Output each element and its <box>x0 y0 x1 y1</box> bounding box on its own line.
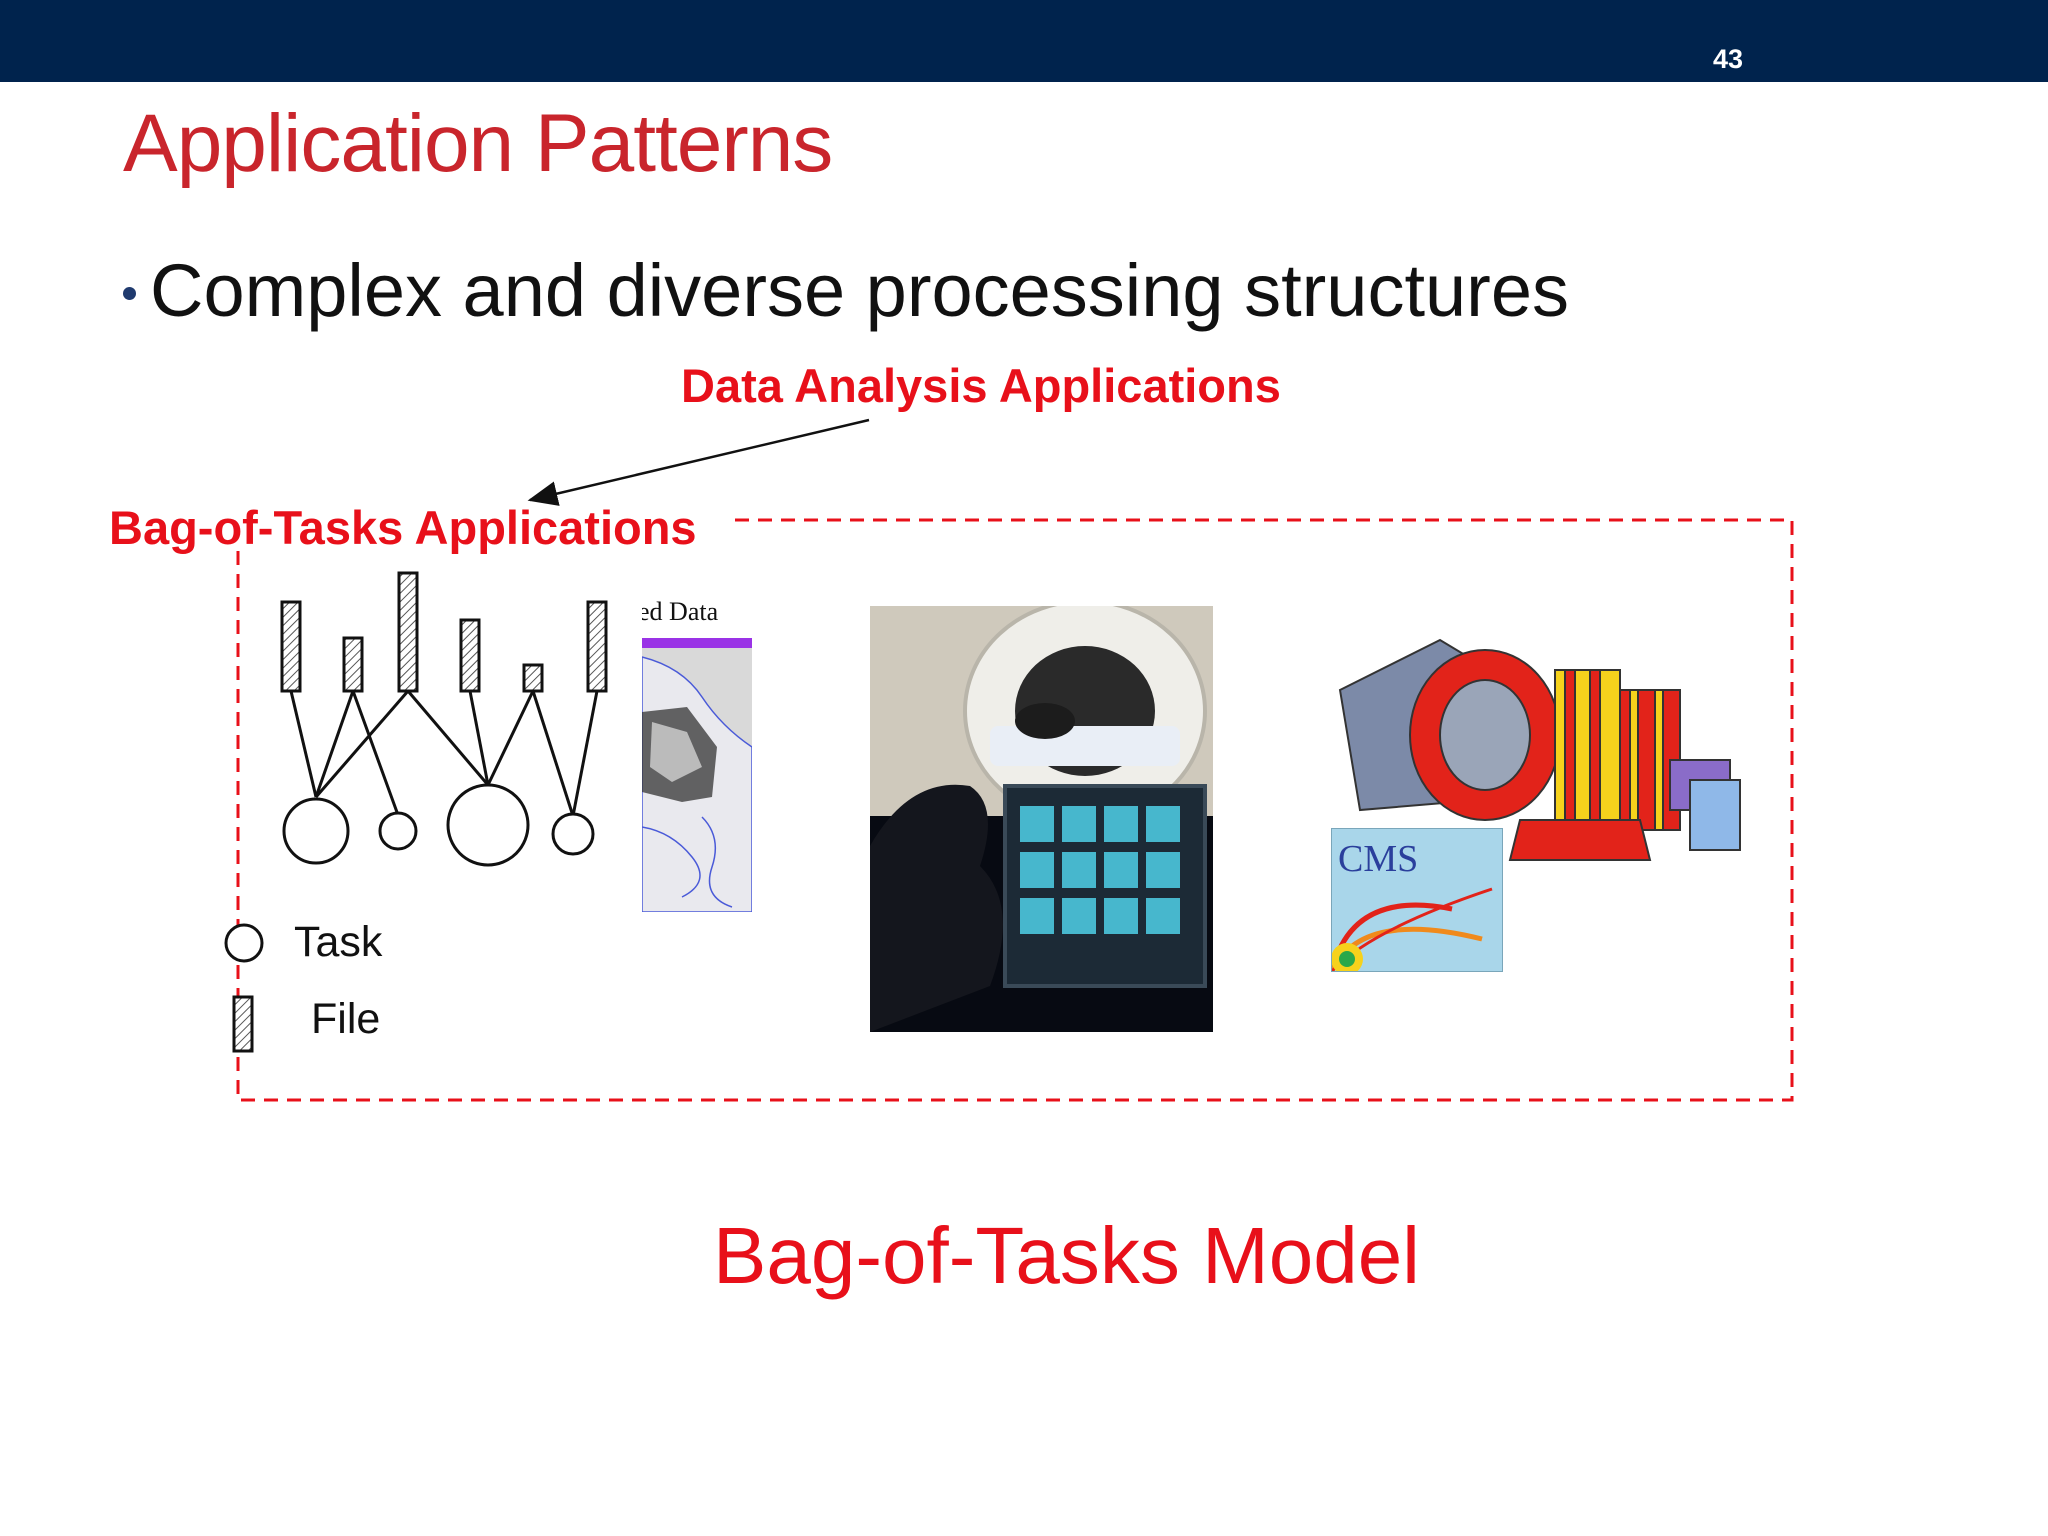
dashed-container <box>236 518 1794 1102</box>
cms-logo-text: CMS <box>1338 838 1419 880</box>
legend-file-icon <box>232 995 254 1053</box>
bullet-item: Complex and diverse processing structure… <box>123 248 1569 333</box>
file-icon <box>586 600 608 693</box>
bullet-dot-icon <box>123 287 136 300</box>
legend-task-label: Task <box>294 918 383 966</box>
legend-task: Task <box>224 918 382 967</box>
cms-detector-image <box>1320 630 1760 980</box>
task-icon <box>282 797 350 865</box>
cms-logo-icon <box>1332 887 1493 971</box>
bag-of-tasks-label: Bag-of-Tasks Applications <box>109 501 697 554</box>
detector-icon <box>1338 638 1741 861</box>
bag-of-tasks-graph <box>280 571 608 867</box>
pointer-arrow <box>527 418 870 506</box>
task-icon <box>551 812 595 856</box>
map-icon <box>642 638 752 912</box>
legend-file: File <box>232 995 380 1044</box>
file-icon <box>522 663 544 693</box>
file-icon <box>280 600 302 693</box>
mri-scene-icon <box>870 606 1213 1032</box>
file-icon <box>397 571 419 693</box>
slide-title: Application Patterns <box>123 98 833 189</box>
data-analysis-label: Data Analysis Applications <box>681 359 1281 412</box>
file-icon <box>459 618 481 693</box>
map-snippet-caption: ed Data <box>642 597 719 626</box>
map-snippet-image: ed Data <box>642 597 752 912</box>
task-icon <box>446 783 530 867</box>
legend-task-icon <box>224 923 264 963</box>
model-label: Bag-of-Tasks Model <box>713 1211 1420 1300</box>
cms-logo-image: CMS <box>1331 828 1503 972</box>
task-icon <box>378 811 418 851</box>
legend-file-label: File <box>311 995 381 1043</box>
mri-photo <box>870 606 1213 1032</box>
top-bar: 43 <box>0 0 2048 82</box>
slide-number: 43 <box>1712 44 1743 74</box>
file-icon <box>342 636 364 693</box>
bullet-text: Complex and diverse processing structure… <box>150 249 1569 332</box>
